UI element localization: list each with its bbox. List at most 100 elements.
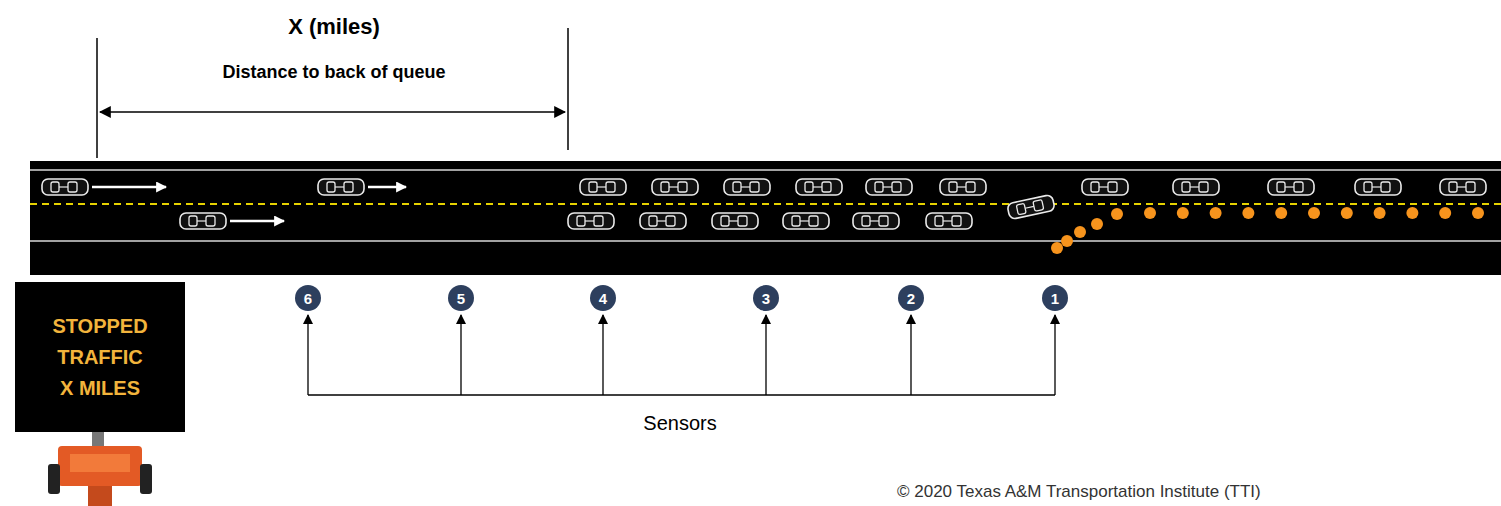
motion-arrow	[368, 186, 406, 189]
car-window	[189, 216, 197, 226]
car-detail	[729, 220, 738, 221]
car-window	[661, 182, 669, 192]
car-body	[42, 179, 88, 195]
car-window	[589, 182, 597, 192]
car-window	[892, 182, 901, 192]
car-window	[678, 182, 687, 192]
traffic-cone	[1177, 207, 1189, 219]
sensor-number: 4	[599, 291, 607, 306]
car-detail	[1285, 186, 1294, 187]
car-body	[926, 213, 972, 229]
car-window	[68, 182, 77, 192]
car-icon	[640, 213, 686, 229]
car-body	[724, 179, 770, 195]
car-window	[1381, 182, 1390, 192]
car-detail	[335, 186, 344, 187]
car-window	[809, 216, 818, 226]
car-body	[796, 179, 842, 195]
car-body	[940, 179, 986, 195]
car-window	[606, 182, 615, 192]
traffic-cone	[1406, 207, 1418, 219]
car-window	[1182, 182, 1190, 192]
car-icon	[866, 179, 912, 195]
car-window	[1294, 182, 1303, 192]
trailer-body	[58, 446, 142, 486]
car-body	[712, 213, 758, 229]
car-window	[1091, 182, 1099, 192]
extension-line	[567, 28, 569, 150]
traffic-cone	[1210, 207, 1222, 219]
car-icon	[652, 179, 698, 195]
car-detail	[943, 220, 952, 221]
traffic-cone	[1308, 207, 1320, 219]
car-body	[783, 213, 829, 229]
group-label: Sensors	[643, 412, 716, 435]
trailer-wheel	[48, 464, 60, 494]
traffic-cone	[1439, 207, 1451, 219]
traffic-cone	[1051, 242, 1063, 254]
car-detail	[741, 186, 750, 187]
sensor-number: 3	[762, 291, 770, 306]
car-icon	[318, 179, 364, 195]
car-detail	[813, 186, 822, 187]
car-window	[966, 182, 975, 192]
sensor-marker: 2	[898, 285, 924, 311]
car-window	[805, 182, 813, 192]
sensor-marker: 4	[590, 285, 616, 311]
car-body	[318, 179, 364, 195]
car-icon	[1268, 179, 1314, 195]
car-detail	[585, 220, 594, 221]
car-window	[733, 182, 741, 192]
car-window	[1033, 200, 1044, 212]
car-detail	[1025, 206, 1034, 208]
car-window	[1277, 182, 1285, 192]
sensor-bracket	[308, 394, 1055, 395]
lane-edge-line	[30, 169, 1501, 171]
car-detail	[800, 220, 809, 221]
dimension-arrow	[100, 111, 565, 113]
car-detail	[883, 186, 892, 187]
traffic-cone	[1275, 207, 1287, 219]
car-window	[949, 182, 957, 192]
sensor-leader	[602, 315, 603, 395]
car-body	[652, 179, 698, 195]
car-detail	[597, 186, 606, 187]
car-detail	[197, 220, 206, 221]
car-detail	[1457, 186, 1466, 187]
trailer-hitch	[88, 486, 112, 506]
car-body	[1007, 194, 1055, 219]
sensor-leader	[910, 315, 911, 395]
sensor-number: 1	[1051, 291, 1059, 306]
traffic-cone	[1111, 208, 1123, 220]
car-icon	[783, 213, 829, 229]
sensor-leader	[460, 315, 461, 395]
car-detail	[1190, 186, 1199, 187]
sensor-marker: 1	[1042, 285, 1068, 311]
car-icon	[853, 213, 899, 229]
sign-mast	[92, 430, 104, 448]
car-icon	[724, 179, 770, 195]
car-icon	[580, 179, 626, 195]
sensor-marker: 3	[753, 285, 779, 311]
car-body	[580, 179, 626, 195]
car-body	[640, 213, 686, 229]
sensor-number: 2	[907, 291, 915, 306]
car-window	[1199, 182, 1208, 192]
traffic-cone	[1061, 235, 1073, 247]
car-window	[1108, 182, 1117, 192]
car-window	[738, 216, 747, 226]
car-detail	[657, 220, 666, 221]
lane-edge-line	[30, 240, 1501, 242]
car-detail	[870, 220, 879, 221]
center-dashed-line	[30, 203, 1501, 205]
car-window	[862, 216, 870, 226]
sensor-leader	[765, 315, 766, 395]
car-window	[51, 182, 59, 192]
sign-message: STOPPED TRAFFIC X MILES	[52, 311, 147, 404]
car-window	[721, 216, 729, 226]
motion-arrow	[92, 186, 166, 189]
car-window	[935, 216, 943, 226]
car-icon	[1355, 179, 1401, 195]
trailer-panel	[70, 454, 130, 472]
